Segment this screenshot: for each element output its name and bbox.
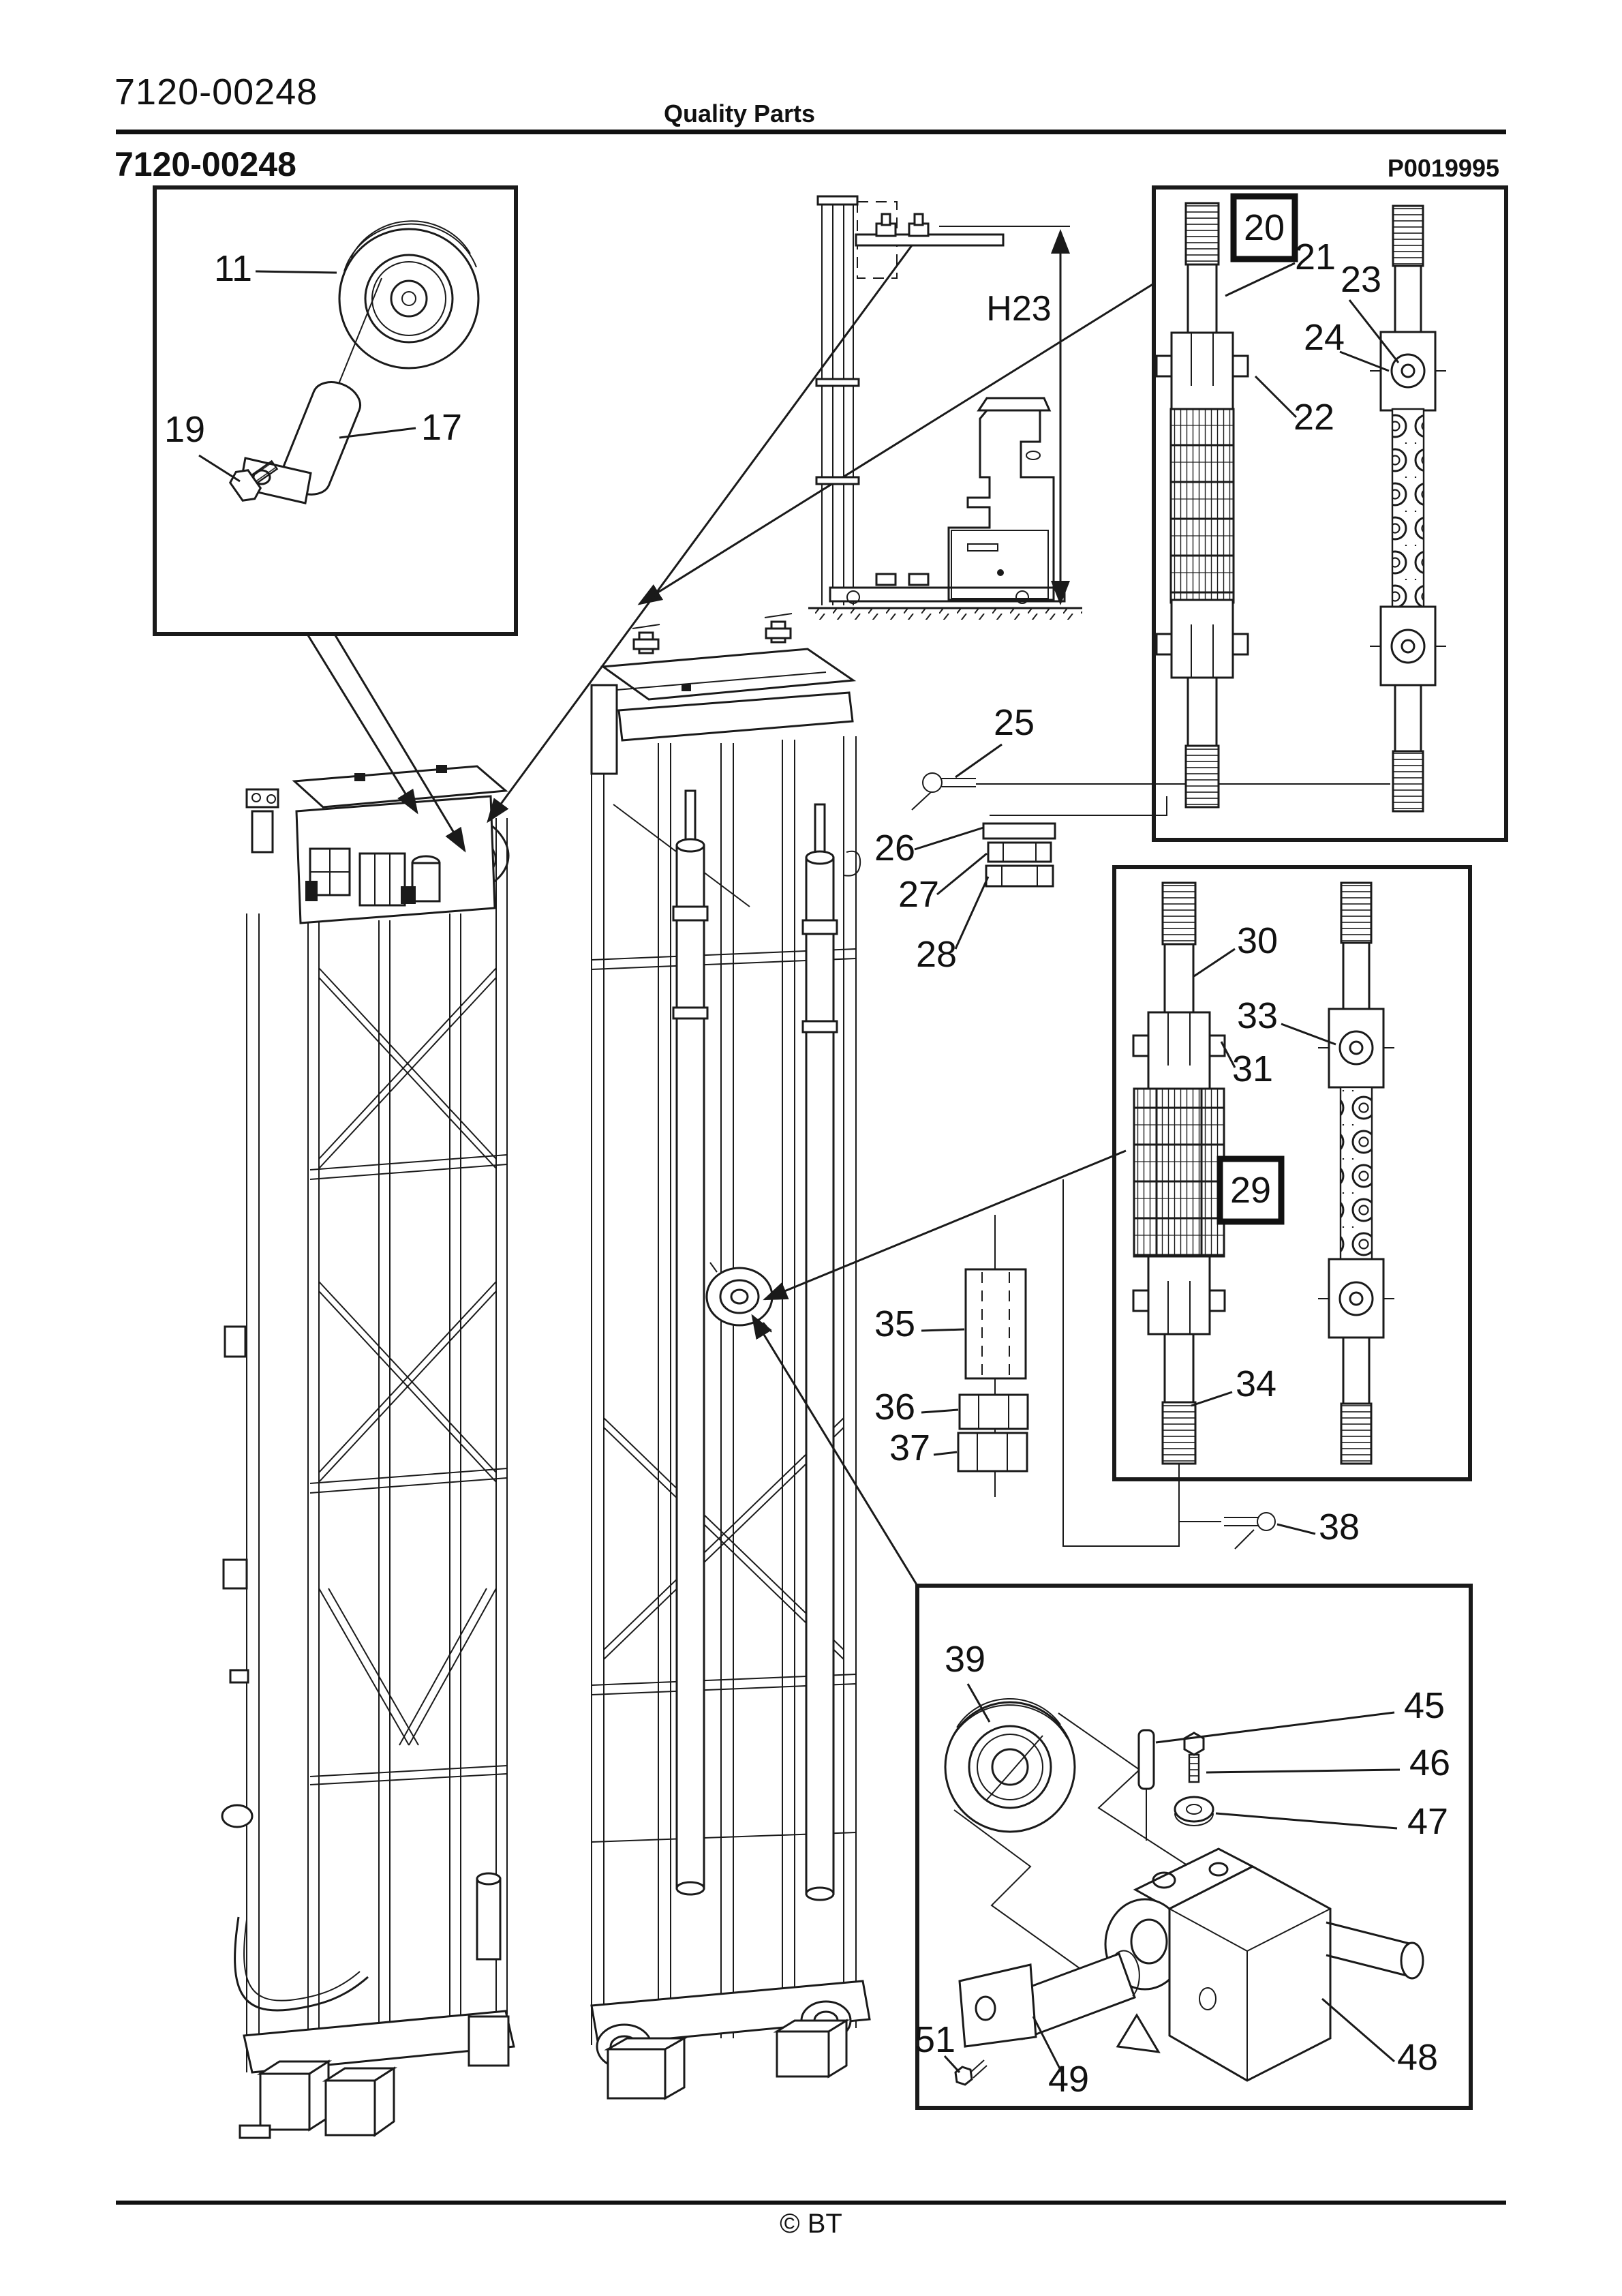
callout-28: 28 (916, 934, 957, 975)
mast-inner-drawing (590, 613, 871, 2100)
callout-51: 51 (915, 2019, 955, 2060)
callout-47: 47 (1407, 1801, 1448, 1842)
bolt-19-drawing (228, 459, 279, 502)
assembly-axis-zigzag (953, 1712, 1190, 1971)
callout-37: 37 (889, 1428, 930, 1468)
boxed-callout-29-frame (1216, 1155, 1285, 1225)
footer-divider (116, 2201, 1506, 2205)
washer-stack-26-28-drawing (982, 822, 1056, 888)
cotter-pin-38-drawing (1224, 1512, 1276, 1550)
parts-35-38: 35 36 37 38 (874, 1268, 1360, 1550)
header-title: Quality Parts (663, 100, 816, 127)
callout-29: 29 (1230, 1170, 1271, 1211)
chain-pulley-39-drawing (944, 1698, 1076, 1833)
inset-box-sheave: 11 17 19 (153, 185, 518, 636)
h23-dimension: H23 (939, 226, 1070, 605)
callout-34: 34 (1236, 1363, 1276, 1404)
leaf-chain-assembly-mid (1132, 881, 1226, 1465)
callout-19: 19 (164, 409, 205, 450)
callout-31: 31 (1232, 1048, 1273, 1089)
callout-46: 46 (1409, 1742, 1450, 1783)
callout-30: 30 (1237, 920, 1278, 961)
cotter-pin-25-drawing (911, 772, 976, 811)
footer-copyright: © BT (780, 2209, 842, 2239)
callout-27: 27 (898, 874, 939, 915)
parts-25-28: 25 26 27 28 (874, 702, 1056, 975)
callout-23: 23 (1341, 259, 1381, 300)
boxed-callout-20-frame (1230, 193, 1298, 262)
callout-11: 11 (214, 248, 252, 289)
roller-49-drawing (958, 1950, 1140, 2048)
bolt-51-drawing (954, 2059, 988, 2086)
sheave-wheel-drawing (331, 220, 480, 403)
truck-overview: H23 (808, 195, 1082, 620)
header-divider (116, 130, 1506, 134)
leader-lines (307, 245, 1390, 1586)
bolt-46-drawing (1183, 1732, 1205, 1783)
callout-38: 38 (1319, 1507, 1360, 1547)
document-code: P0019995 (1387, 154, 1499, 182)
mast-outer-drawing (221, 765, 515, 2139)
chain-box-20: 20 21 23 24 22 (1152, 185, 1508, 842)
washer-47-drawing (1174, 1796, 1214, 1826)
callout-36: 36 (874, 1387, 915, 1428)
callout-45: 45 (1404, 1685, 1445, 1726)
callout-25: 25 (994, 702, 1035, 743)
anchor-bracket-48-drawing (1104, 1847, 1424, 2082)
callout-39: 39 (945, 1639, 985, 1680)
callout-17: 17 (421, 407, 462, 448)
roller-chain-assembly-top (1368, 205, 1448, 813)
pulley-box-39: 39 45 46 47 48 49 51 (915, 1584, 1473, 2110)
callout-22: 22 (1294, 397, 1334, 438)
dimension-label-h23: H23 (986, 289, 1051, 329)
callout-33: 33 (1237, 995, 1278, 1036)
subheader-part-number: 7120-00248 (114, 145, 296, 183)
callout-26: 26 (874, 828, 915, 868)
callout-48: 48 (1397, 2037, 1438, 2078)
callout-21: 21 (1295, 237, 1336, 277)
callout-49: 49 (1048, 2059, 1089, 2100)
callout-24: 24 (1304, 317, 1345, 358)
pin-45-drawing (1137, 1729, 1155, 1841)
roller-chain-assembly-mid (1317, 881, 1396, 1465)
leaf-chain-assembly-top (1155, 202, 1249, 809)
header-part-number: 7120-00248 (114, 72, 318, 112)
chain-box-29: 30 33 31 29 34 (1112, 865, 1472, 1481)
callout-35: 35 (874, 1303, 915, 1344)
callout-20: 20 (1244, 207, 1285, 248)
